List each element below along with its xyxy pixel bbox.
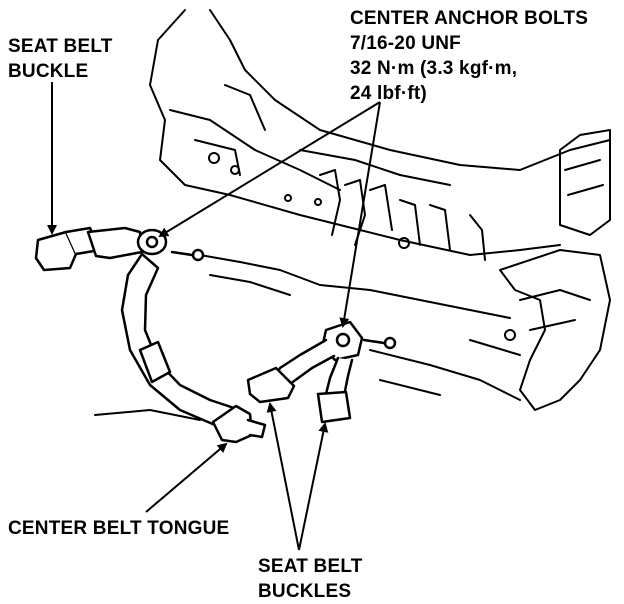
seat-belt-buckle-line1: SEAT BELT xyxy=(8,36,113,57)
vehicle-floor-structure xyxy=(94,9,611,421)
seat-belt-buckles-line2: BUCKLES xyxy=(258,581,352,602)
arrow-seat-belt-buckles-right xyxy=(298,422,329,551)
arrow-anchor-bolt-left xyxy=(158,101,381,238)
center-anchor-bolts-label: CENTER ANCHOR BOLTS 7/16-20 UNF 32 N·m (… xyxy=(350,6,588,106)
seat-belt-buckle-label: SEAT BELT BUCKLE xyxy=(8,34,113,84)
seat-belt-buckles-assembly-right xyxy=(246,320,397,424)
center-belt-tongue-line1: CENTER BELT TONGUE xyxy=(8,518,230,539)
arrow-anchor-bolt-right xyxy=(339,101,381,328)
center-anchor-bolts-thread: 7/16-20 UNF xyxy=(350,33,461,54)
seat-belt-buckles-label: SEAT BELT BUCKLES xyxy=(258,554,363,604)
leader-lines xyxy=(47,82,381,551)
center-anchor-bolts-title: CENTER ANCHOR BOLTS xyxy=(350,8,589,29)
seat-belt-buckle-assembly-left xyxy=(34,226,267,444)
seat-belt-buckle-line2: BUCKLE xyxy=(8,61,89,82)
arrow-seat-belt-buckles-left xyxy=(266,402,300,551)
center-belt-tongue-label: CENTER BELT TONGUE xyxy=(8,516,229,541)
seat-belt-buckles-line1: SEAT BELT xyxy=(258,556,363,577)
center-anchor-bolts-torque-metric: 32 N·m (3.3 kgf·m, xyxy=(350,58,518,79)
center-anchor-bolts-torque-imperial: 24 lbf·ft) xyxy=(350,83,427,104)
arrow-center-belt-tongue xyxy=(145,442,228,513)
